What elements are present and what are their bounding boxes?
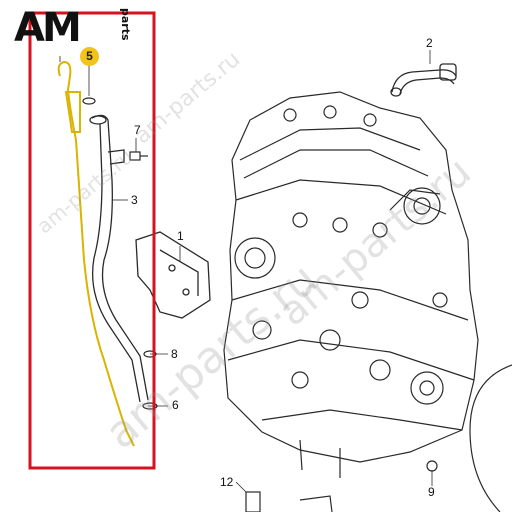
o-ring — [82, 97, 96, 105]
callout-9: 9 — [428, 485, 435, 499]
engine-block — [223, 91, 479, 478]
callout-12: 12 — [220, 475, 234, 489]
part-5-dipstick — [57, 60, 135, 447]
callout-5-badge: 5 — [80, 47, 99, 66]
highlight-frame — [28, 11, 156, 470]
brand-logo-sub: parts — [119, 8, 132, 41]
callout-leaders — [59, 50, 433, 493]
callout-7: 7 — [134, 123, 141, 137]
callout-1: 1 — [177, 229, 184, 243]
callout-6: 6 — [172, 398, 179, 412]
part-7-bolt — [129, 151, 148, 161]
part-3-guide-tube — [89, 114, 149, 403]
callout-2: 2 — [426, 36, 433, 50]
engine-housing-edge — [469, 364, 512, 513]
callout-3: 3 — [131, 193, 138, 207]
callout-8: 8 — [171, 347, 178, 361]
part-1-bracket — [135, 231, 211, 319]
part-12 — [245, 491, 333, 513]
part-9-bolt — [426, 460, 438, 472]
part-2-hose — [390, 63, 457, 97]
brand-logo: AM — [14, 5, 82, 51]
